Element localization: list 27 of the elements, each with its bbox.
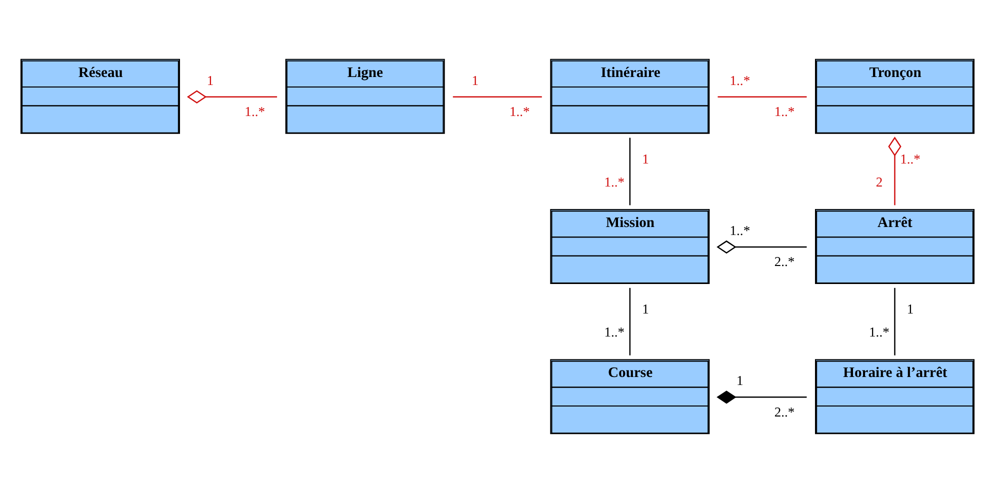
connector [716,390,807,404]
connector [888,136,902,206]
connector [186,90,278,104]
connector [629,138,631,206]
label: 1..* [730,72,750,88]
label: 2..* [774,404,795,420]
connector [452,96,542,98]
connector [629,288,631,356]
connector [894,288,896,356]
label: 1..* [510,104,530,119]
label: 1..* [604,174,625,190]
label: 1 [736,373,744,388]
label: 1 [472,72,478,88]
label: 1..* [604,324,625,340]
label: 1..* [869,324,890,340]
label: 1 [642,302,649,317]
label: 1 [206,72,214,88]
label: 1..* [730,223,750,238]
label: 1..* [774,104,795,119]
label: 2 [876,174,883,190]
connector [716,240,807,254]
label: 1 [906,302,914,317]
label: 1 [642,152,649,167]
label: 1..* [900,152,920,167]
label: 2..* [774,254,795,270]
label: 1..* [244,104,266,119]
connector [718,96,807,98]
